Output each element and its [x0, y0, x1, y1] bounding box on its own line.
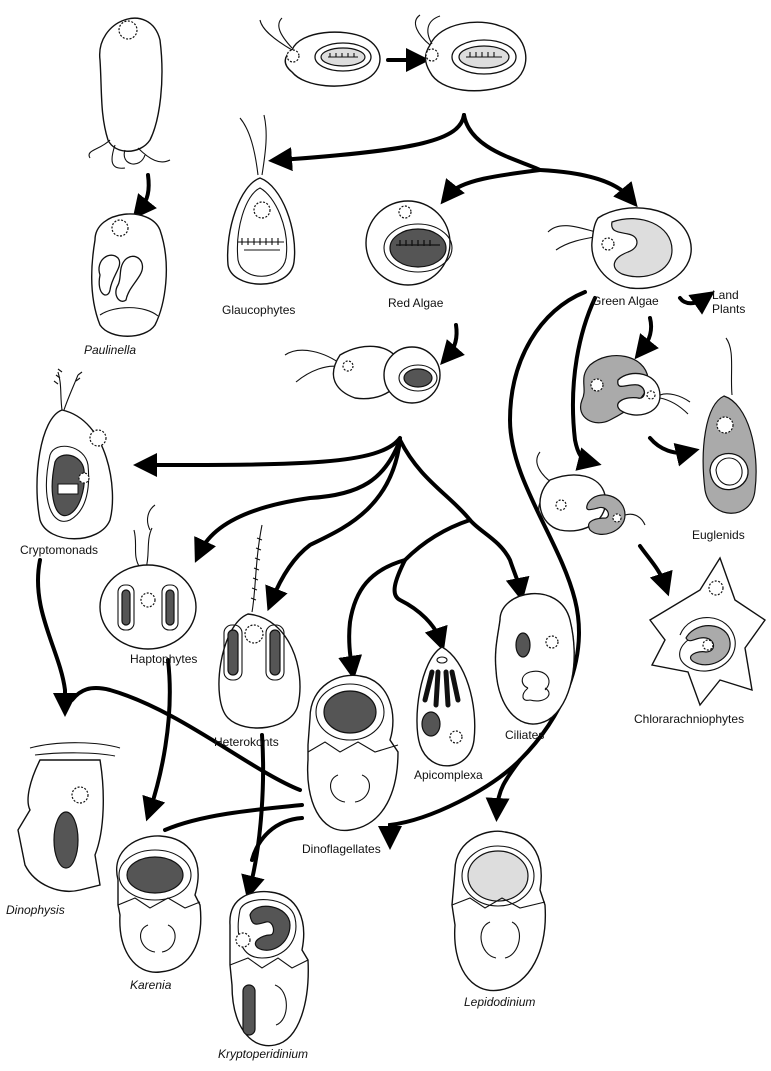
euglenid-cell	[703, 338, 756, 513]
label-dinophysis: Dinophysis	[6, 903, 65, 917]
kryptoperidinium-cell	[230, 892, 308, 1046]
arrow-to-glaucophytes	[280, 115, 464, 160]
label-red-algae: Red Algae	[388, 296, 443, 310]
ciliate-cell	[495, 594, 574, 724]
cryptomonad-cell	[37, 369, 113, 539]
arrow-to-lepidodinium	[497, 760, 520, 810]
primary-endosymbiosis-right-cell	[415, 15, 525, 91]
arrow-hapto-to-karenia	[150, 660, 170, 810]
label-dinoflagellates: Dinoflagellates	[302, 842, 381, 856]
arrow-to-chlorarachniophytes	[640, 546, 665, 585]
label-apicomplexa: Apicomplexa	[414, 768, 483, 782]
label-kryptoperidinium: Kryptoperidinium	[218, 1047, 308, 1061]
label-karenia: Karenia	[130, 978, 171, 992]
paulinella-cell	[92, 214, 167, 336]
label-haptophytes: Haptophytes	[130, 652, 197, 666]
dinophysis-cell	[18, 743, 120, 892]
glaucophyte-cell	[228, 115, 295, 284]
apicomplexa-cell	[417, 647, 475, 766]
arrow-to-apicomplexa	[395, 520, 470, 640]
lepidodinium-cell	[452, 831, 545, 990]
arrow-to-euglenids	[650, 438, 688, 453]
label-cryptomonads: Cryptomonads	[20, 543, 98, 557]
arrow-to-cryptomonads	[145, 438, 400, 465]
karenia-cell	[117, 836, 201, 972]
secondary-red-endosymbiosis-cells	[285, 346, 440, 403]
haptophyte-cell	[100, 505, 196, 649]
red-algae-cell	[366, 201, 452, 285]
arrow-green-to-euglenid-ancestor	[642, 318, 651, 350]
arrow-to-haptophytes	[200, 440, 400, 552]
label-ciliates: Ciliates	[505, 728, 544, 742]
label-heterokonts: Heterokonts	[214, 735, 279, 749]
dinoflagellate-cell	[308, 675, 398, 830]
arrow-crypto-to-dinophysis	[38, 560, 65, 705]
arrow-to-red-algae	[448, 115, 540, 195]
heterokont-cell	[219, 525, 300, 728]
euglenid-ancestor-cells	[581, 356, 690, 423]
label-paulinella: Paulinella	[84, 343, 136, 357]
arrow-to-paulinella	[140, 175, 149, 210]
green-algae-cell	[548, 208, 691, 289]
label-chlorarachniophytes: Chlorarachniophytes	[634, 712, 744, 726]
arrow-to-ciliates	[400, 440, 520, 590]
label-green-algae: Green Algae	[592, 294, 659, 308]
primary-endosymbiosis-left-cell	[260, 18, 380, 86]
label-euglenids: Euglenids	[692, 528, 745, 542]
arrow-to-land-plants	[680, 298, 705, 303]
label-lepidodinium: Lepidodinium	[464, 995, 535, 1009]
chlorarachnion-ancestor-cells	[537, 452, 645, 534]
chlorarachniophyte-cell	[650, 558, 765, 705]
arrow-dino-to-karenia	[165, 805, 302, 830]
arrow-to-green-algae	[540, 170, 630, 198]
label-land-plants: Land Plants	[712, 288, 745, 316]
arrow-red-to-secondary	[448, 325, 457, 356]
label-glaucophytes: Glaucophytes	[222, 303, 295, 317]
paulinella-top-cell	[89, 18, 170, 168]
